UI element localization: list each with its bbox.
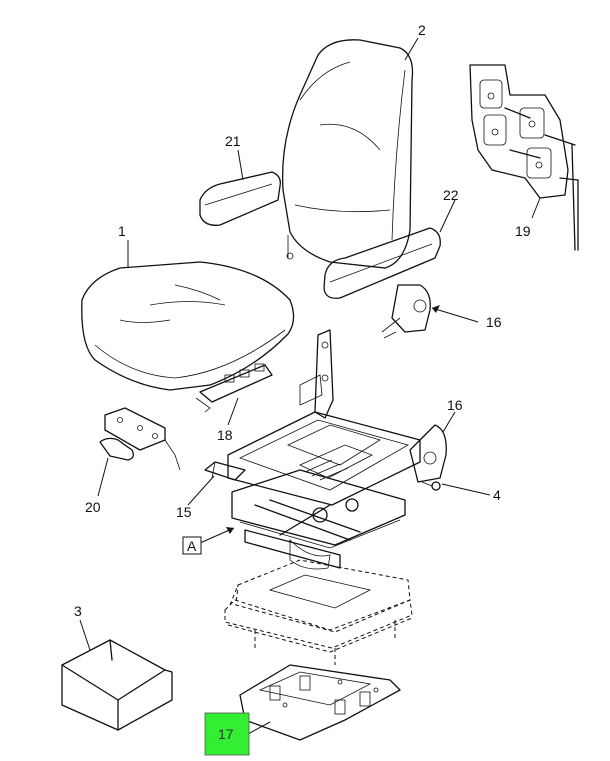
- callout-16-lower: 16: [447, 397, 463, 413]
- side-cover-part-lower[interactable]: [409, 424, 447, 483]
- switch-module-part[interactable]: [195, 363, 273, 413]
- leader-lines: [79, 37, 541, 735]
- base-riser-part[interactable]: [239, 664, 401, 741]
- back-panel-part[interactable]: [469, 64, 579, 251]
- seat-frame-part[interactable]: [227, 329, 421, 506]
- callout-a: A: [187, 538, 197, 554]
- label-a-box: [182, 536, 202, 555]
- seat-cushion-part[interactable]: [81, 261, 295, 391]
- lever-bracket-part[interactable]: [99, 407, 181, 471]
- highlight-box-17[interactable]: [204, 712, 250, 756]
- callout-16-upper: 16: [486, 314, 502, 330]
- callout-22: 22: [443, 187, 459, 203]
- callout-19: 19: [515, 223, 531, 239]
- callout-15: 15: [176, 504, 192, 520]
- callout-21: 21: [225, 133, 241, 149]
- right-armrest-part[interactable]: [323, 227, 441, 299]
- callout-18: 18: [217, 427, 233, 443]
- left-armrest-part[interactable]: [199, 171, 281, 226]
- callout-2: 2: [418, 22, 426, 38]
- callout-20: 20: [85, 499, 101, 515]
- recliner-handle-part-upper[interactable]: [381, 284, 431, 339]
- seat-back-part[interactable]: [281, 39, 414, 269]
- mounting-plate-part[interactable]: [224, 559, 413, 665]
- callout-4: 4: [493, 487, 501, 503]
- callout-17: 17: [218, 726, 234, 742]
- callout-1: 1: [118, 223, 126, 239]
- adjust-handle-part[interactable]: [204, 461, 246, 481]
- callout-3: 3: [74, 603, 82, 619]
- bolt-part[interactable]: [421, 481, 441, 491]
- cover-box-part[interactable]: [61, 639, 173, 731]
- scissor-suspension-part[interactable]: [231, 469, 406, 570]
